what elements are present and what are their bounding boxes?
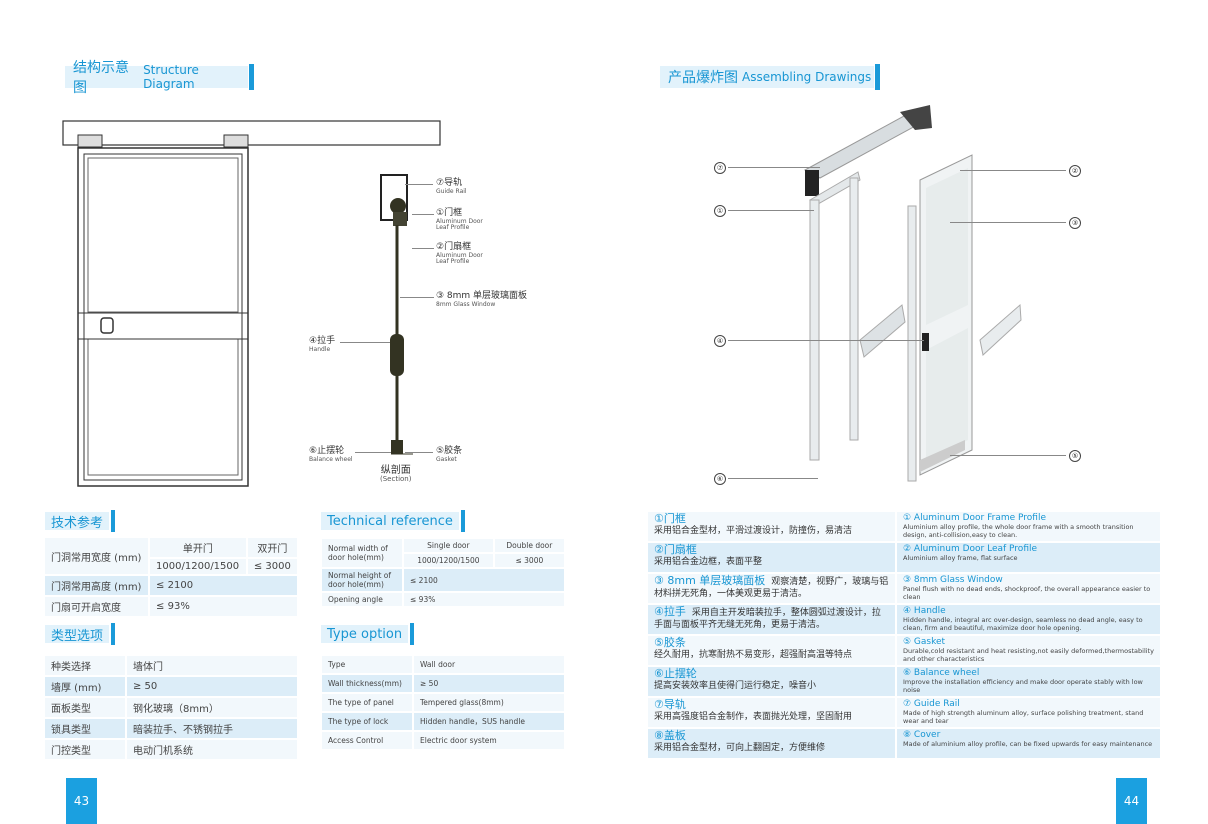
- feature-cn-heading: ⑧盖板: [654, 729, 686, 742]
- feature-en-heading: ② Aluminum Door Leaf Profile: [903, 544, 1038, 554]
- page-number-right: 44: [1116, 778, 1147, 824]
- callout-7: ⑦: [714, 162, 726, 174]
- feature-cn-heading: ①门框: [654, 512, 686, 525]
- feature-cn-desc: 经久耐用，抗寒耐热不易变形，超强耐高温等特点: [654, 650, 853, 660]
- feature-cn-desc: 提高安装效率且使得门运行稳定，噪音小: [654, 681, 817, 691]
- title-cn: 产品爆炸图: [668, 70, 738, 86]
- callout-3: ③: [1069, 217, 1081, 229]
- features-table: ①门框采用铝合金型材，平滑过渡设计，防撞伤，易清洁 ① Aluminum Door…: [646, 510, 1162, 760]
- section-drawing: [380, 174, 413, 455]
- type-cn-title: 类型选项: [45, 623, 116, 645]
- exploded-drawing: [803, 105, 1022, 482]
- feature-en-heading: ③ 8mm Glass Window: [903, 575, 1003, 585]
- title-en: Structure Diagram: [143, 63, 199, 91]
- type-en-title: Type option: [321, 623, 415, 645]
- feature-cn-heading: ③ 8mm 单层玻璃面板: [654, 574, 766, 587]
- title-en: Assembling Drawings: [742, 70, 872, 84]
- feature-cn-desc: 观察清楚，视野广，玻璃与铝材料拼无死角，一体美观更易于清洁。: [654, 577, 889, 599]
- tech-cn-table: 门洞常用宽度 (mm)单开门双开门 1000/1200/1500≤ 3000 门…: [43, 536, 299, 618]
- feature-en-desc: Aluminium alloy profile, the whole door …: [903, 523, 1134, 539]
- assembling-drawings-title: 产品爆炸图 Assembling Drawings: [660, 64, 880, 90]
- feature-en-heading: ⑥ Balance wheel: [903, 668, 980, 678]
- callout-5: ⑤: [1069, 450, 1081, 462]
- feature-en-heading: ⑤ Gasket: [903, 637, 946, 647]
- feature-cn-desc: 采用铝合金型材，可向上翻固定，方便维修: [654, 743, 826, 753]
- feature-en-desc: Hidden handle, integral arc over-design,…: [903, 616, 1143, 632]
- feature-en-heading: ⑧ Cover: [903, 730, 941, 740]
- callout-1: ①: [714, 205, 726, 217]
- feature-en-desc: Improve the installation efficiency and …: [903, 678, 1143, 694]
- feature-cn-heading: ⑦导轨: [654, 698, 686, 711]
- feature-cn-heading: ⑤胶条: [654, 636, 686, 649]
- feature-row: ①门框采用铝合金型材，平滑过渡设计，防撞伤，易清洁 ① Aluminum Door…: [648, 512, 1160, 541]
- callout-6: ⑥: [714, 473, 726, 485]
- feature-en-heading: ① Aluminum Door Frame Profile: [903, 513, 1046, 523]
- section-caption: 纵剖面(Section): [380, 465, 412, 483]
- callout-4: ④: [714, 335, 726, 347]
- feature-row: ④拉手采用自主开发暗装拉手，整体圆弧过渡设计，拉手面与面板平齐无缝无死角，更易于…: [648, 605, 1160, 634]
- feature-en-heading: ⑦ Guide Rail: [903, 699, 960, 709]
- callout-2: ②: [1069, 165, 1081, 177]
- feature-cn-desc: 采用高强度铝合金制作，表面抛光处理，坚固耐用: [654, 712, 853, 722]
- feature-cn-desc: 采用自主开发暗装拉手，整体圆弧过渡设计，拉手面与面板平齐无缝无死角，更易于清洁。: [654, 608, 881, 630]
- tech-en-table: Normal width of door hole(mm)Single door…: [320, 537, 566, 608]
- feature-en-desc: Aluminium alloy frame, flat surface: [903, 554, 1018, 562]
- page-number-left: 43: [66, 778, 97, 824]
- feature-en-desc: Panel flush with no dead ends, shockproo…: [903, 585, 1151, 601]
- feature-cn-desc: 采用铝合金边框，表面平整: [654, 557, 763, 567]
- feature-cn-desc: 采用铝合金型材，平滑过渡设计，防撞伤，易清洁: [654, 526, 853, 536]
- feature-en-desc: Durable,cold resistant and heat resistin…: [903, 647, 1154, 663]
- tech-en-title: Technical reference: [321, 510, 465, 532]
- feature-en-desc: Made of aluminium alloy profile, can be …: [903, 740, 1153, 748]
- door-front-drawing: [62, 120, 441, 487]
- feature-cn-heading: ②门扇框: [654, 543, 697, 556]
- feature-en-desc: Made of high strength aluminum alloy, su…: [903, 709, 1144, 725]
- feature-cn-heading: ⑥止摆轮: [654, 667, 697, 680]
- title-cn: 结构示意图: [73, 60, 129, 96]
- feature-cn-heading: ④拉手: [654, 605, 686, 618]
- feature-row: ③ 8mm 单层玻璃面板观察清楚，视野广，玻璃与铝材料拼无死角，一体美观更易于清…: [648, 574, 1160, 603]
- structure-diagram-title: 结构示意图 Structure Diagram: [65, 60, 254, 96]
- feature-row: ②门扇框采用铝合金边框，表面平整 ② Aluminum Door Leaf Pro…: [648, 543, 1160, 572]
- tech-cn-title: 技术参考: [45, 510, 116, 532]
- type-cn-table: 种类选择墙体门 墙厚 (mm)≥ 50 面板类型钢化玻璃（8mm） 锁具类型暗装…: [43, 654, 299, 761]
- feature-en-heading: ④ Handle: [903, 606, 946, 616]
